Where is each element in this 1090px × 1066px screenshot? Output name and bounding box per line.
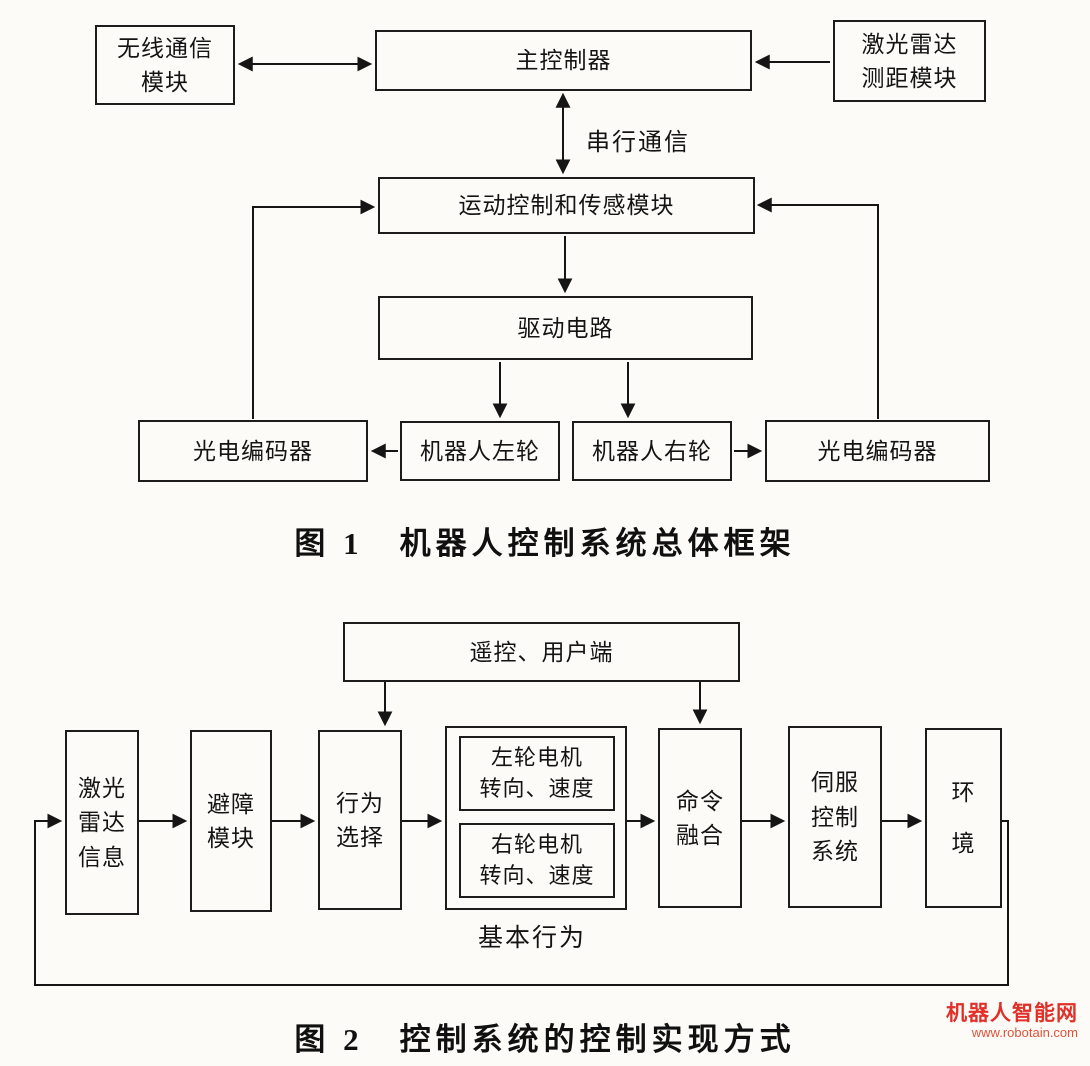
feedback-encoderright-to-motion (756, 197, 879, 419)
box-photoelectric-encoder-right: 光电编码器 (765, 420, 990, 482)
box-servo-control-system: 伺服 控制 系统 (788, 726, 882, 908)
box-motion-control-sensing-module: 运动控制和传感模块 (378, 177, 755, 234)
box-environment: 环 境 (925, 728, 1002, 908)
label-serial-communication: 串行通信 (586, 129, 690, 156)
box-lidar-ranging-module: 激光雷达 测距模块 (833, 20, 986, 102)
box-robot-left-wheel: 机器人左轮 (400, 421, 560, 481)
box-motor-commands-group: 左轮电机 转向、速度 右轮电机 转向、速度 (445, 726, 627, 910)
label-basic-behavior: 基本行为 (478, 924, 587, 952)
box-left-motor-direction-speed: 左轮电机 转向、速度 (459, 736, 615, 811)
watermark-site-url: www.robotain.com (971, 1025, 1078, 1041)
figure1-caption: 图 1 机器人控制系统总体框架 (294, 526, 796, 561)
box-lidar-information: 激光 雷达 信息 (65, 730, 139, 915)
site-watermark: 机器人智能网 www.robotain.com (946, 1002, 1078, 1041)
box-obstacle-avoidance-module: 避障 模块 (190, 730, 272, 912)
box-robot-right-wheel: 机器人右轮 (572, 421, 732, 481)
box-right-motor-direction-speed: 右轮电机 转向、速度 (459, 823, 615, 898)
box-wireless-module: 无线通信 模块 (95, 25, 235, 105)
watermark-site-name: 机器人智能网 (946, 1002, 1078, 1025)
box-main-controller: 主控制器 (375, 30, 752, 91)
box-photoelectric-encoder-left: 光电编码器 (138, 420, 368, 482)
box-remote-user-client: 遥控、用户端 (343, 622, 740, 682)
figure2-caption: 图 2 控制系统的控制实现方式 (294, 1022, 796, 1057)
box-behavior-selection: 行为 选择 (318, 730, 402, 910)
feedback-encoderleft-to-motion (252, 199, 376, 419)
box-command-fusion: 命令 融合 (658, 728, 742, 908)
box-drive-circuit: 驱动电路 (378, 296, 753, 360)
